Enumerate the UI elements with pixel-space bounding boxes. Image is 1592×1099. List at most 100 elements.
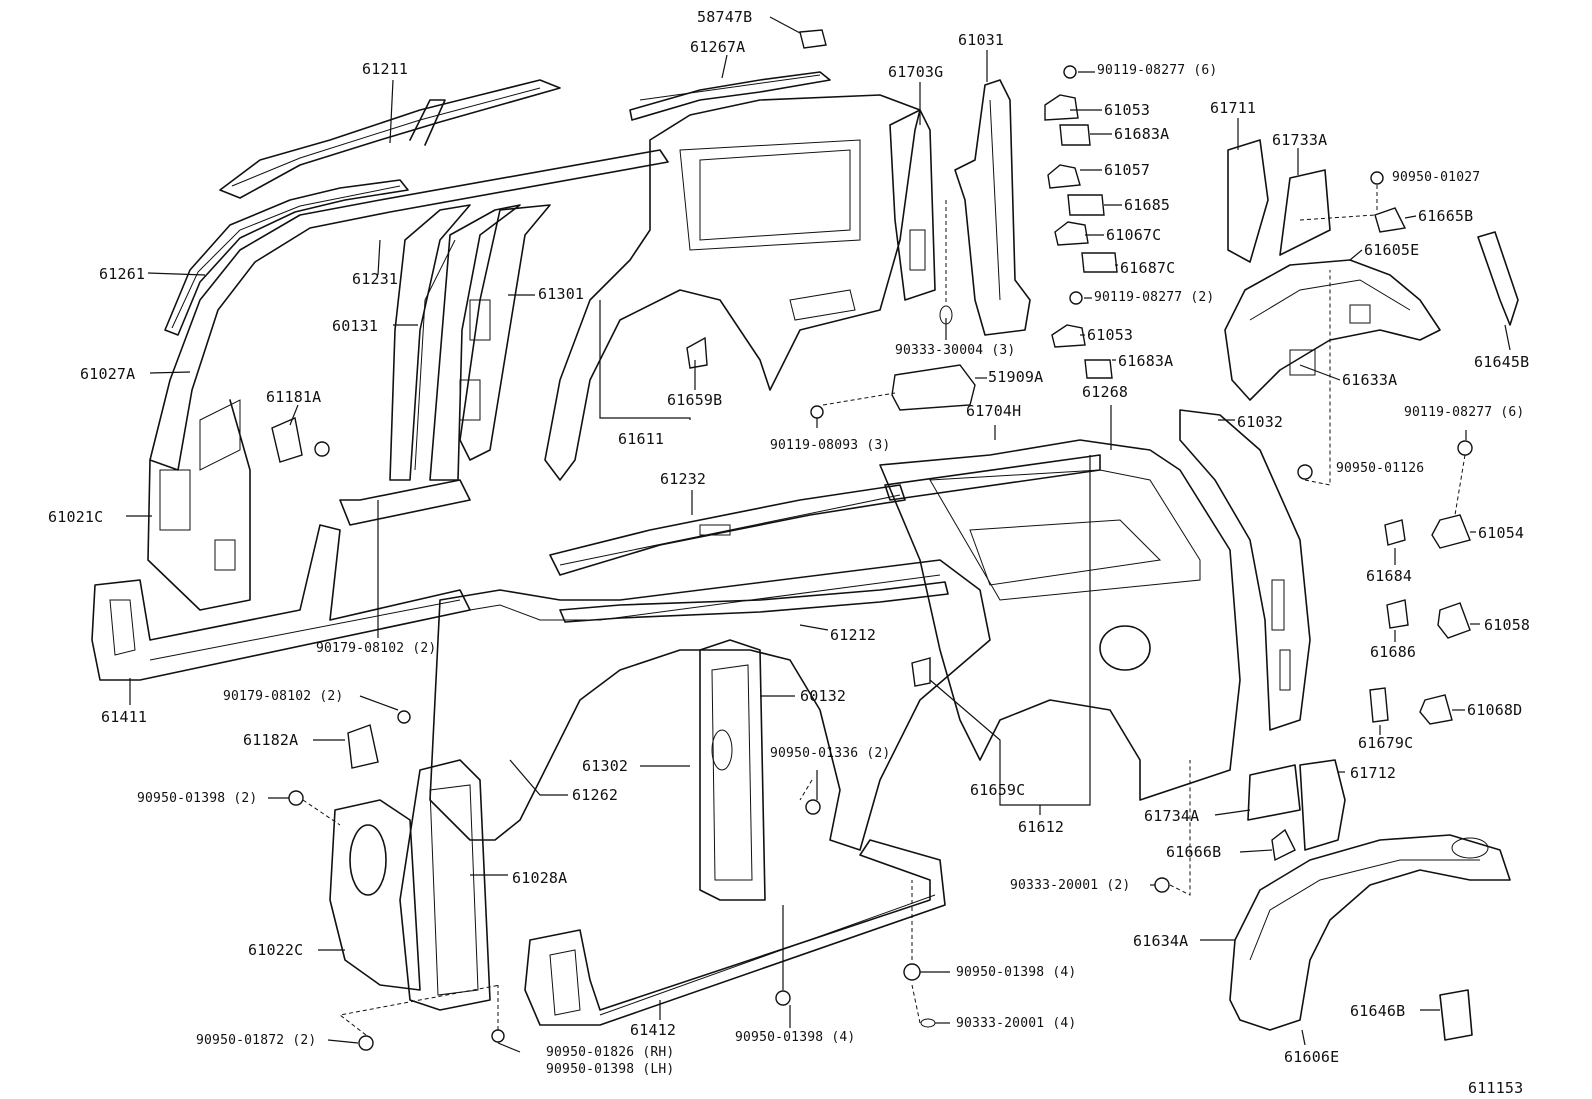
bracket-61645B xyxy=(1477,231,1519,326)
label-61267A: 61267A xyxy=(690,38,746,56)
label-61606E: 61606E xyxy=(1284,1048,1340,1066)
label-61412: 61412 xyxy=(630,1021,677,1039)
label-61182A: 61182A xyxy=(243,731,299,749)
label-90950-01398a: 90950-01398 (2) xyxy=(137,791,258,806)
cap-58747B xyxy=(799,29,827,49)
quarter-panel-61611 xyxy=(544,71,921,481)
bracket-61659C xyxy=(911,657,931,687)
label-61633A: 61633A xyxy=(1342,371,1398,389)
dashed-lines xyxy=(302,185,1466,1036)
label-90950-01027: 90950-01027 xyxy=(1392,170,1481,185)
label-61645B: 61645B xyxy=(1474,353,1530,371)
center-pillar-60132 xyxy=(699,639,766,901)
label-90950-01336: 90950-01336 (2) xyxy=(770,746,891,761)
label-61301: 61301 xyxy=(538,285,585,303)
bracket-51909A xyxy=(891,364,976,411)
label-61211: 61211 xyxy=(362,60,409,78)
label-61032: 61032 xyxy=(1237,413,1284,431)
label-90950-01872: 90950-01872 (2) xyxy=(196,1033,317,1048)
label-90333-30004: 90333-30004 (3) xyxy=(895,343,1016,358)
label-61057: 61057 xyxy=(1104,161,1151,179)
label-61733A: 61733A xyxy=(1272,131,1328,149)
bracket-61181A xyxy=(271,417,330,463)
label-61684: 61684 xyxy=(1366,567,1413,585)
rocker-61412 xyxy=(524,839,946,1026)
label-61687C: 61687C xyxy=(1120,259,1176,277)
label-61686: 61686 xyxy=(1370,643,1417,661)
label-90119-08277-6a: 90119-08277 (6) xyxy=(1097,63,1218,78)
label-61231: 61231 xyxy=(352,270,399,288)
leader-lines xyxy=(126,16,1511,1053)
label-61053a: 61053 xyxy=(1104,101,1151,119)
label-90119-08277-6b: 90119-08277 (6) xyxy=(1404,405,1525,420)
pillar-61301 xyxy=(459,204,551,461)
label-90950-01126: 90950-01126 xyxy=(1336,461,1425,476)
label-611153: 611153 xyxy=(1468,1079,1524,1097)
label-61067C: 61067C xyxy=(1106,226,1162,244)
label-61712: 61712 xyxy=(1350,764,1397,782)
label-90119-08093: 90119-08093 (3) xyxy=(770,438,891,453)
label-58747B: 58747B xyxy=(697,8,753,26)
label-61646B: 61646B xyxy=(1350,1002,1406,1020)
label-90950-01398b: 90950-01398 (4) xyxy=(956,965,1077,980)
bracket-61659B xyxy=(686,336,708,369)
label-61232: 61232 xyxy=(660,470,707,488)
label-90950-01398c: 90950-01398 (4) xyxy=(735,1030,856,1045)
label-61605E: 61605E xyxy=(1364,241,1420,259)
wheelhouse-61633A xyxy=(1224,259,1441,401)
rocker-61411 xyxy=(91,479,471,681)
label-61261: 61261 xyxy=(99,265,146,283)
label-90179-08102b: 90179-08102 (2) xyxy=(223,689,344,704)
label-61683Aa: 61683A xyxy=(1114,125,1170,143)
bracket-61646B xyxy=(1439,989,1473,1041)
label-61054: 61054 xyxy=(1478,524,1525,542)
label-61022C: 61022C xyxy=(248,941,304,959)
fasteners xyxy=(288,305,1170,1051)
label-90333-20001-2: 90333-20001 (2) xyxy=(1010,878,1131,893)
label-61666B: 61666B xyxy=(1166,843,1222,861)
label-61634A: 61634A xyxy=(1133,932,1189,950)
label-90950-01398d: 90950-01398 (LH) xyxy=(546,1062,675,1077)
label-61734A: 61734A xyxy=(1144,807,1200,825)
label-61659B: 61659B xyxy=(667,391,723,409)
small-clips-column xyxy=(1044,65,1118,379)
panel-61712 xyxy=(1299,759,1346,851)
label-61683Ab: 61683A xyxy=(1118,352,1174,370)
bracket-61666B xyxy=(1271,828,1296,862)
label-90179-08102a: 90179-08102 (2) xyxy=(316,641,437,656)
label-61021C: 61021C xyxy=(48,508,104,526)
label-90333-20001-4: 90333-20001 (4) xyxy=(956,1016,1077,1031)
label-61212: 61212 xyxy=(830,626,877,644)
panel-61734A xyxy=(1247,764,1301,821)
panel-61733A xyxy=(1279,169,1331,256)
label-60132: 60132 xyxy=(800,687,847,705)
label-61028A: 61028A xyxy=(512,869,568,887)
label-61058: 61058 xyxy=(1484,616,1531,634)
pillar-61031 xyxy=(954,79,1031,336)
label-61068D: 61068D xyxy=(1467,701,1523,719)
label-61703G: 61703G xyxy=(888,63,944,81)
label-61685: 61685 xyxy=(1124,196,1171,214)
label-61262: 61262 xyxy=(572,786,619,804)
label-61268: 61268 xyxy=(1082,383,1129,401)
label-61411: 61411 xyxy=(101,708,148,726)
front-pillar-61027A xyxy=(147,149,669,611)
rear-panel-61704H xyxy=(879,439,1241,801)
label-61181A: 61181A xyxy=(266,388,322,406)
label-90950-01826: 90950-01826 (RH) xyxy=(546,1045,675,1060)
label-61302: 61302 xyxy=(582,757,629,775)
label-61704H: 61704H xyxy=(966,402,1022,420)
label-61665B: 61665B xyxy=(1418,207,1474,225)
label-51909A: 51909A xyxy=(988,368,1044,386)
roof-rail-61232 xyxy=(549,484,906,576)
panel-61711 xyxy=(1227,139,1269,263)
label-61027A: 61027A xyxy=(80,365,136,383)
label-61031: 61031 xyxy=(958,31,1005,49)
label-61679C: 61679C xyxy=(1358,734,1414,752)
label-61053b: 61053 xyxy=(1087,326,1134,344)
roof-rail-61212 xyxy=(559,581,949,623)
outer-panel-61262 xyxy=(429,559,991,851)
roof-rail-61261 xyxy=(164,179,409,336)
